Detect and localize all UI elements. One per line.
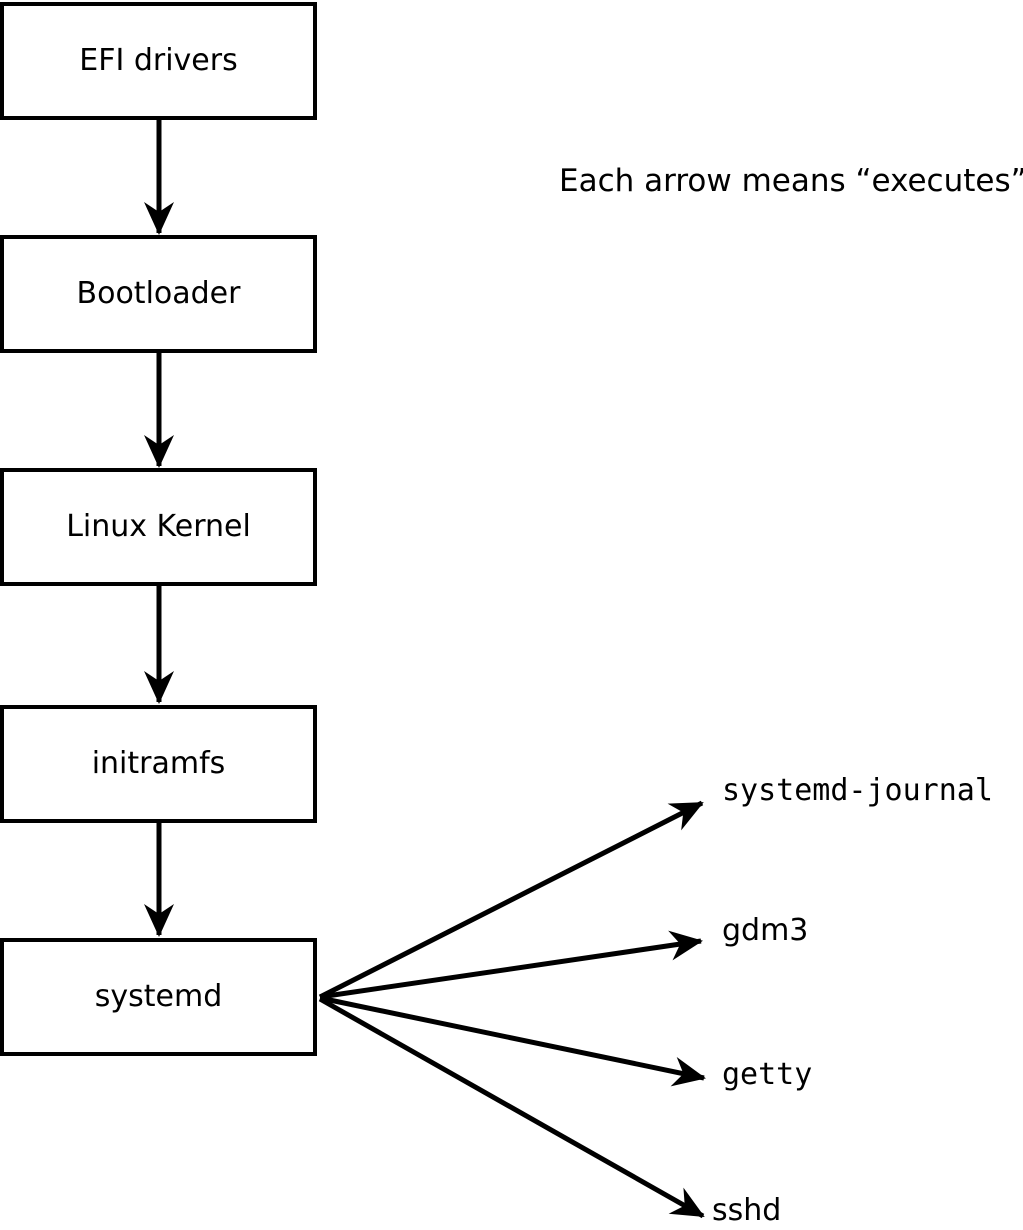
- node-getty-label: getty: [722, 1057, 813, 1092]
- node-systemd-label: systemd: [94, 979, 223, 1014]
- node-bootloader-label: Bootloader: [76, 276, 241, 311]
- legend-note: Each arrow means “executes”.: [559, 163, 1023, 199]
- node-bootloader: Bootloader: [0, 235, 317, 353]
- node-efi-drivers-label: EFI drivers: [79, 43, 238, 78]
- arrow-systemd-to-gdm3: [319, 930, 703, 1000]
- node-efi-drivers: EFI drivers: [0, 2, 317, 120]
- node-initramfs-label: initramfs: [91, 746, 226, 781]
- arrow-systemd-to-sshd: [318, 996, 705, 1219]
- node-systemd-journal-label: systemd-journal: [722, 773, 993, 808]
- node-gdm3-label: gdm3: [722, 913, 809, 948]
- node-initramfs: initramfs: [0, 705, 317, 823]
- arrow-systemd-to-getty: [319, 995, 706, 1087]
- node-linux-kernel-label: Linux Kernel: [66, 509, 251, 544]
- node-linux-kernel: Linux Kernel: [0, 468, 317, 586]
- node-sshd-label: sshd: [712, 1193, 782, 1228]
- node-systemd: systemd: [0, 938, 317, 1056]
- arrow-systemd-to-journal: [318, 800, 704, 1000]
